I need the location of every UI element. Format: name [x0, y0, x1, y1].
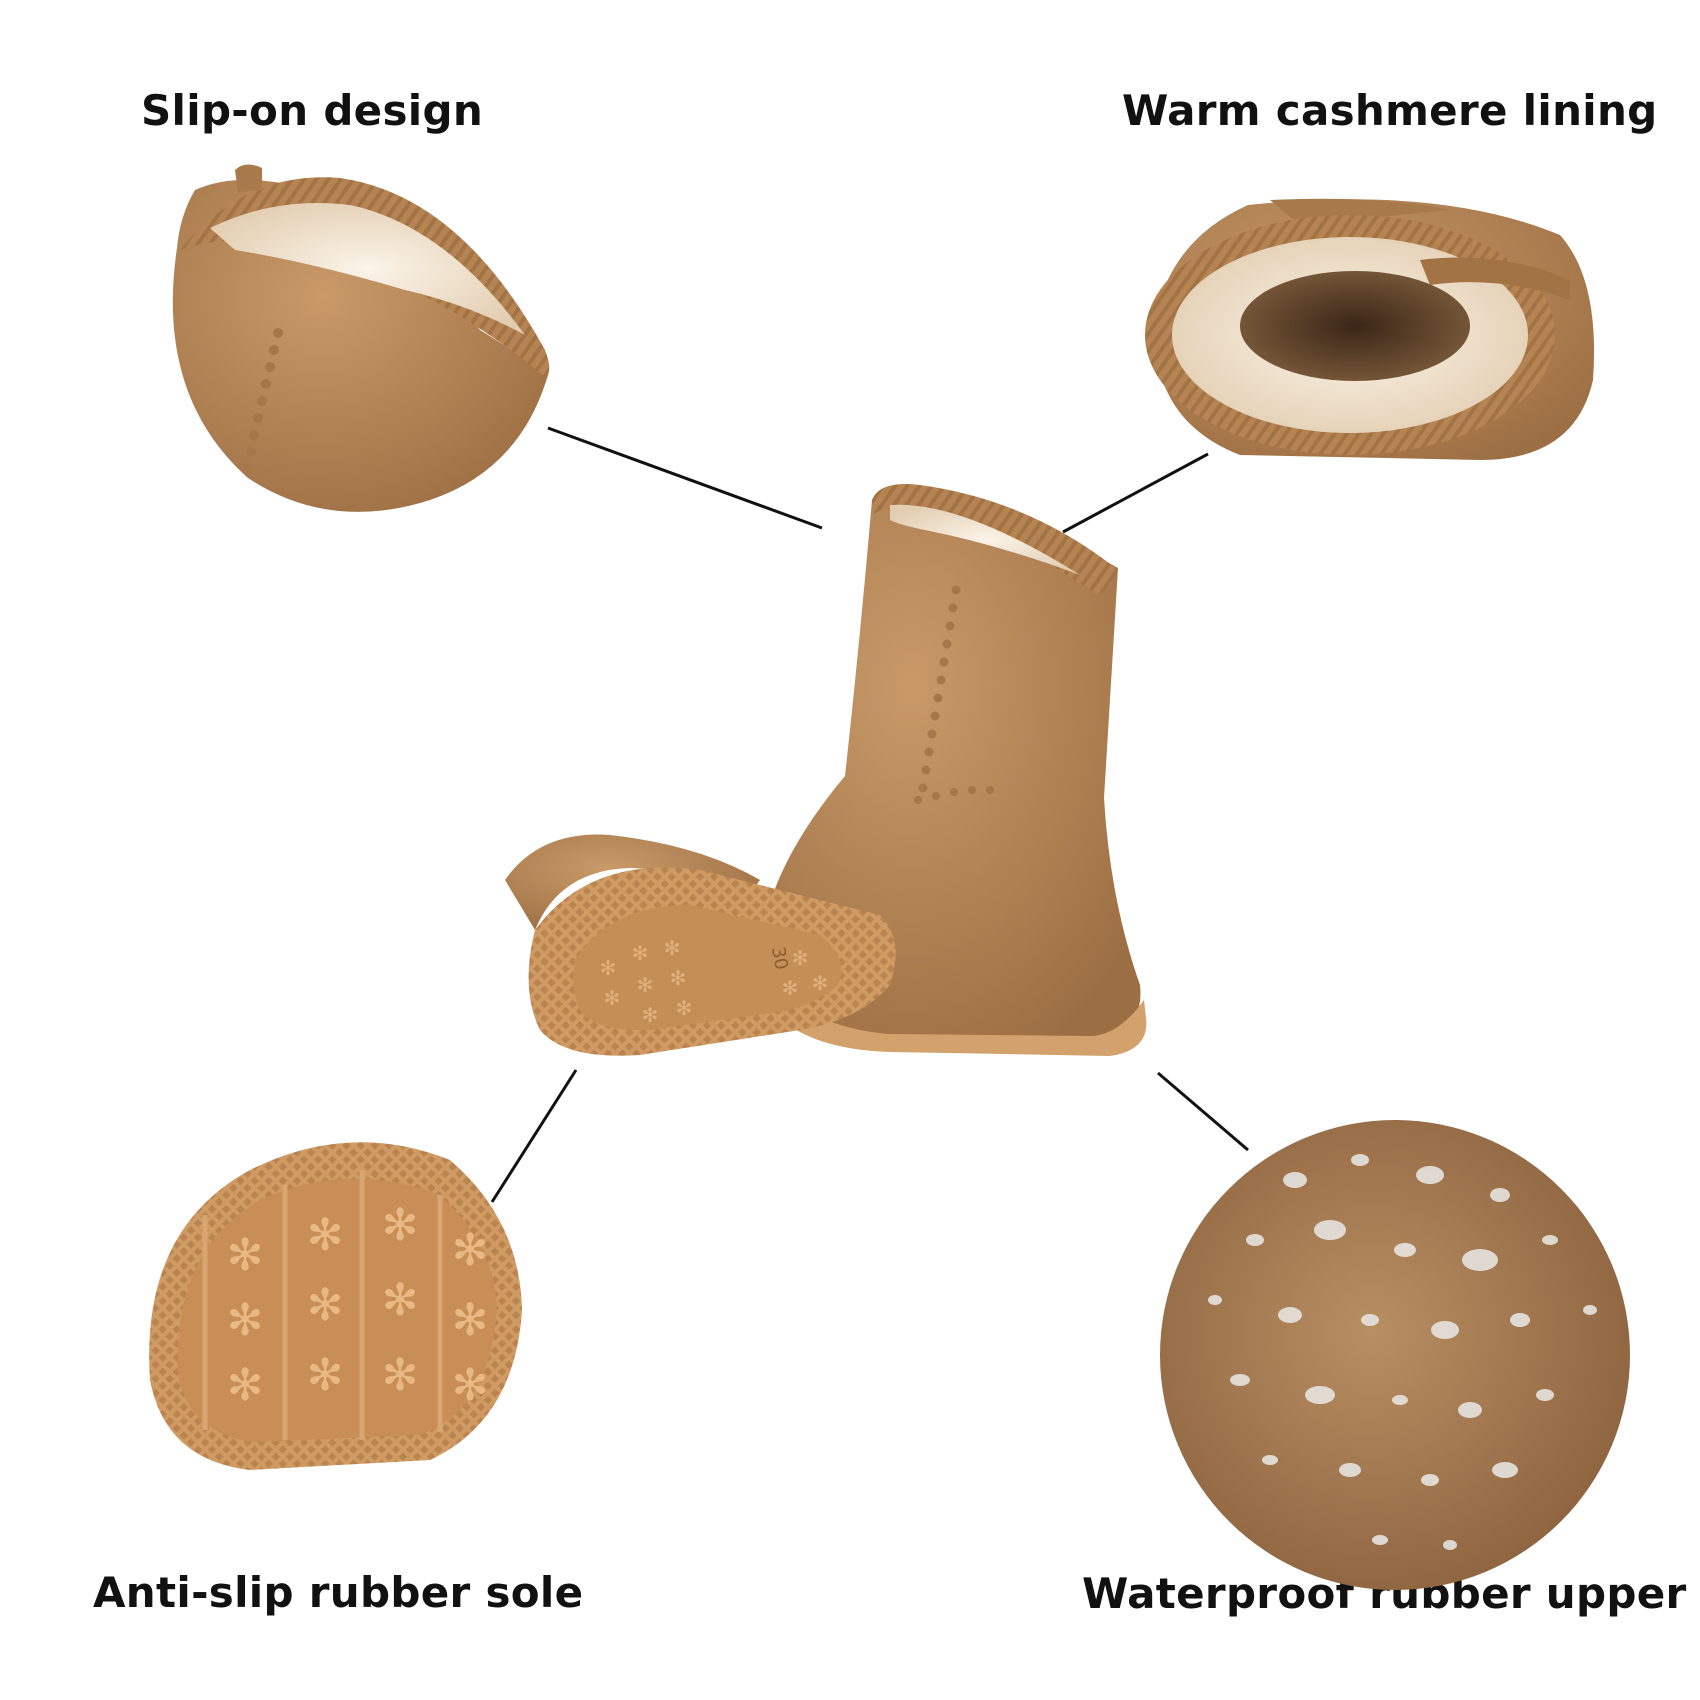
- svg-text:✻: ✻: [382, 1275, 419, 1326]
- lining-closeup: [1145, 198, 1595, 461]
- svg-text:✻: ✻: [452, 1295, 489, 1346]
- waterproof-closeup: [1160, 1120, 1630, 1590]
- connector-lining: [1062, 452, 1209, 534]
- connector-slip-on: [547, 426, 823, 530]
- svg-text:✻: ✻: [637, 973, 654, 997]
- tilted-boot: ✻✻✻ ✻✻✻ ✻✻ ✻✻✻ 30: [505, 834, 896, 1056]
- slip-on-design-label: Slip-on design: [141, 86, 484, 135]
- svg-text:✻: ✻: [227, 1360, 264, 1411]
- sole-snowflakes: ✻✻✻ ✻✻✻ ✻✻ ✻✻✻: [600, 936, 829, 1027]
- sole-size-mark: 30: [767, 945, 792, 971]
- svg-text:✻: ✻: [307, 1280, 344, 1331]
- svg-text:✻: ✻: [664, 936, 681, 960]
- svg-text:✻: ✻: [642, 1003, 659, 1027]
- standing-boot: [752, 484, 1147, 1056]
- svg-text:✻: ✻: [600, 956, 617, 980]
- svg-text:✻: ✻: [307, 1350, 344, 1401]
- svg-text:✻: ✻: [227, 1230, 264, 1281]
- connector-lines: [490, 426, 1249, 1203]
- connector-upper: [1157, 1071, 1249, 1152]
- slip-on-closeup: [172, 164, 550, 512]
- svg-text:✻: ✻: [604, 986, 621, 1010]
- svg-text:✻: ✻: [676, 996, 693, 1020]
- connector-sole: [490, 1069, 578, 1203]
- svg-text:✻: ✻: [452, 1360, 489, 1411]
- seam-dots: [243, 328, 283, 474]
- sole-ridges: [202, 1170, 443, 1440]
- svg-text:✻: ✻: [792, 946, 809, 970]
- svg-text:✻: ✻: [307, 1210, 344, 1261]
- warm-cashmere-lining-label: Warm cashmere lining: [1122, 86, 1658, 135]
- svg-text:✻: ✻: [382, 1350, 419, 1401]
- svg-text:✻: ✻: [632, 941, 649, 965]
- sole-closeup-snowflakes: ✻ ✻ ✻ ✻ ✻ ✻ ✻ ✻ ✻ ✻ ✻ ✻: [227, 1200, 489, 1411]
- svg-text:✻: ✻: [227, 1295, 264, 1346]
- svg-text:✻: ✻: [782, 976, 799, 1000]
- anti-slip-rubber-sole-label: Anti-slip rubber sole: [93, 1568, 584, 1617]
- svg-text:✻: ✻: [812, 971, 829, 995]
- water-droplets: [1208, 1154, 1597, 1550]
- svg-text:✻: ✻: [452, 1225, 489, 1276]
- svg-text:✻: ✻: [670, 966, 687, 990]
- sole-closeup: ✻ ✻ ✻ ✻ ✻ ✻ ✻ ✻ ✻ ✻ ✻ ✻: [149, 1142, 522, 1470]
- boot-seam-dots: [914, 585, 994, 804]
- svg-text:✻: ✻: [382, 1200, 419, 1251]
